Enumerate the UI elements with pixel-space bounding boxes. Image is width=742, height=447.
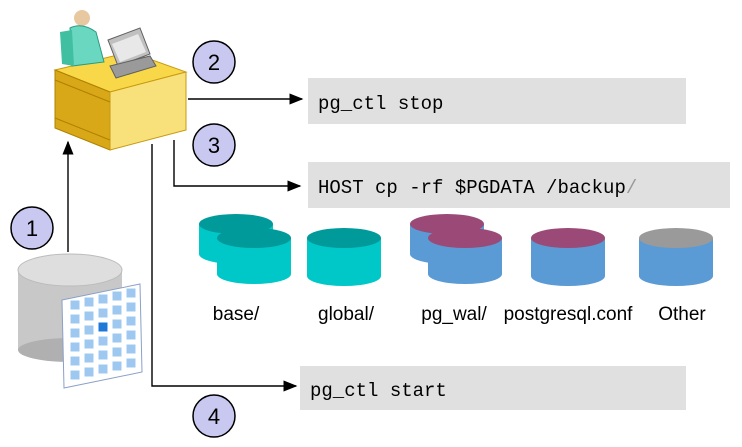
step-circle-1: 1 [10, 206, 54, 250]
backup-file-groups: base/global/pg_wal/postgresql.conf Other [199, 214, 713, 325]
file-group-label: global/ [318, 304, 375, 325]
file-group-4: Other [639, 228, 713, 325]
command-copy-text: HOST cp -rf $PGDATA /backup [318, 177, 626, 199]
file-group-0: base/ [199, 214, 291, 325]
step-number: 4 [208, 404, 220, 429]
file-group-label: postgresql.conf [504, 304, 634, 325]
step-number: 3 [208, 133, 220, 158]
command-stop: pg_ctl stop [308, 78, 686, 124]
file-group-2: pg_wal/ [410, 214, 502, 325]
database-icon [17, 253, 143, 389]
datafile-grid-icon [61, 283, 143, 389]
step-circle-3: 3 [192, 123, 236, 167]
person-icon [60, 10, 105, 67]
admin-workstation-icon [53, 10, 188, 151]
command-stop-text: pg_ctl stop [318, 93, 443, 115]
file-group-label: Other [658, 304, 706, 325]
step-circle-2: 2 [192, 40, 236, 84]
command-copy-tail: / [626, 177, 637, 199]
file-group-3: postgresql.conf [504, 228, 634, 325]
step-number: 2 [208, 50, 220, 75]
connectors [62, 93, 304, 392]
file-group-label: base/ [213, 304, 260, 325]
command-copy: HOST cp -rf $PGDATA /backup/ [308, 162, 730, 208]
svg-text:HOST cp -rf $PGDATA /backup/: HOST cp -rf $PGDATA /backup/ [318, 177, 637, 199]
file-group-1: global/ [307, 228, 381, 325]
file-group-label: pg_wal/ [421, 304, 487, 325]
step-circle-4: 4 [192, 394, 236, 438]
command-start: pg_ctl start [300, 366, 686, 410]
computer-monitor-icon [107, 27, 157, 79]
command-start-text: pg_ctl start [310, 380, 447, 402]
step-number: 1 [26, 216, 38, 241]
